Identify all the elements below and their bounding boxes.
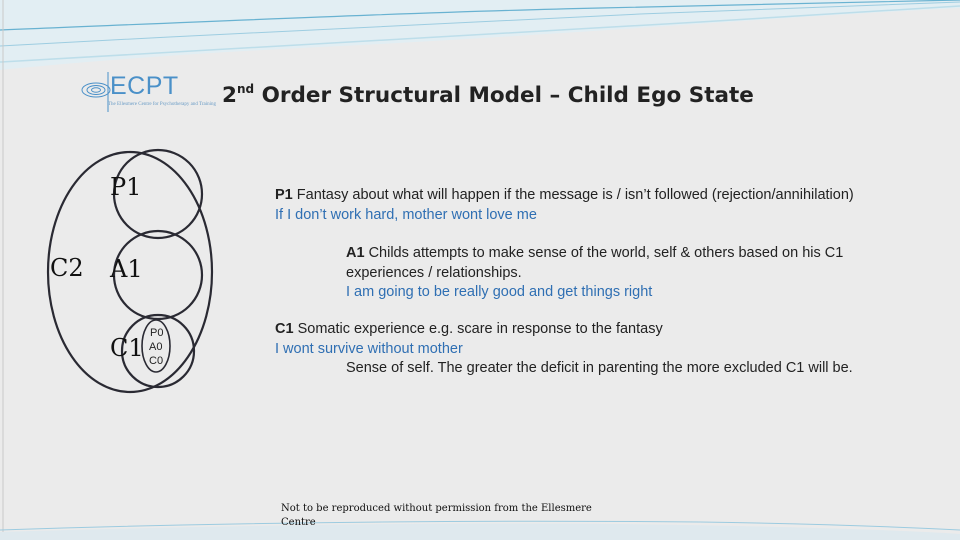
c1-label: C1 (110, 334, 144, 362)
copyright-notice: Not to be reproduced without permission … (281, 503, 592, 528)
title-rest: Order Structural Model – Child Ego State (254, 83, 754, 108)
c1-inner-circle (141, 319, 171, 373)
p0-label: P0 (150, 327, 164, 339)
c1-line-2: I wont survive without mother (275, 340, 463, 357)
p1-label: P1 (110, 173, 142, 201)
page-title: 2nd Order Structural Model – Child Ego S… (222, 82, 754, 108)
c2-outer-circle (46, 150, 214, 394)
c1-line-1: Somatic experience e.g. scare in respons… (297, 321, 663, 337)
c1-description: C1 Somatic experience e.g. scare in resp… (275, 320, 853, 379)
p1-description: P1 Fantasy about what will happen if the… (275, 186, 854, 225)
ecpt-logo: ECPT The Ellesmere Centre for Psychother… (78, 70, 216, 116)
c1-line-3: Sense of self. The greater the deficit i… (346, 360, 853, 376)
c0-label: C0 (149, 355, 164, 367)
c1-key: C1 (275, 321, 294, 337)
a1-description: A1 Childs attempts to make sense of the … (346, 244, 843, 303)
a1-label: A1 (110, 255, 143, 283)
a0-label: A0 (149, 341, 163, 353)
logo-tagline: The Ellesmere Centre for Psychotherapy a… (108, 102, 217, 107)
spiral-logo-icon (81, 72, 111, 112)
c2-label: C2 (50, 254, 84, 282)
title-ordinal-suffix: nd (236, 82, 255, 96)
a1-key: A1 (346, 245, 365, 261)
p1-circle (112, 148, 204, 240)
logo-text: ECPT (110, 72, 179, 100)
c1-circle (120, 313, 196, 389)
p1-key: P1 (275, 187, 293, 203)
a1-circle (112, 229, 204, 321)
a1-line-3: I am going to be really good and get thi… (346, 284, 653, 300)
footer-wave (0, 523, 960, 540)
a1-line-2: experiences / relationships. (346, 264, 522, 281)
p1-line-1: Fantasy about what will happen if the me… (296, 187, 854, 203)
p1-line-2: If I don’t work hard, mother wont love m… (275, 206, 537, 223)
a1-line-1: Childs attempts to make sense of the wor… (368, 245, 844, 261)
title-ordinal: 2 (222, 83, 237, 108)
